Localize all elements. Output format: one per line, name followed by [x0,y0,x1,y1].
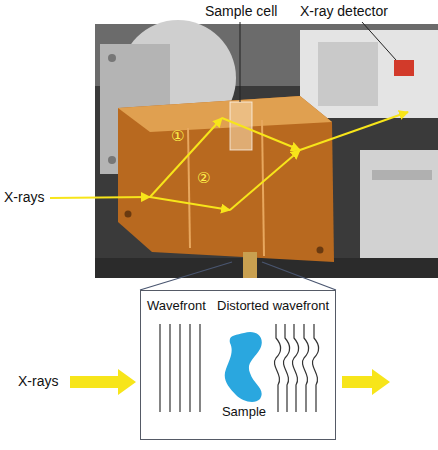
screw [108,54,116,62]
wave-line [189,324,190,412]
sample-blob: Sample [216,329,272,423]
crystal-top [118,96,332,132]
beam [50,197,150,198]
beam [222,118,300,150]
panel-label: Wavefront [147,299,206,314]
part-label: X-ray detector [300,3,388,19]
crystal-body [118,96,334,262]
distorted-wavefront [274,324,318,412]
translation-stage [360,150,438,262]
zoom-line [262,262,336,290]
crystal-blade [262,120,264,256]
beam [300,112,408,150]
beam [230,150,300,210]
screw [317,247,324,254]
wave-line [169,324,170,412]
x-ray-arrow [70,369,136,395]
screw [108,156,116,164]
wave-line [283,324,289,412]
wave-line [302,324,308,412]
wave-line [199,324,200,412]
beam [150,118,222,197]
blob-outline [216,329,272,403]
detector-housing [300,30,438,118]
wave-line [179,324,180,412]
wave-line [312,324,318,412]
inset-ground [140,290,336,440]
x-ray-arrow [342,369,390,395]
plane-wavefront [160,324,200,412]
wave-line [292,324,298,412]
shape-label: Sample [222,405,266,420]
beam-label: X-rays [18,373,58,389]
part-label: Sample cell [205,3,277,19]
stage-rail [372,170,432,180]
beam-label: X-rays [4,189,44,205]
callout-number: ① [171,128,184,145]
panel-label: Distorted wavefront [217,299,329,314]
detector-window [394,60,414,76]
photo-ground [95,24,438,278]
detector-bracket [318,42,378,106]
zoom-line [140,262,232,290]
wave-line [274,324,280,412]
leader-line [362,22,396,60]
screw [125,211,132,218]
leader-line [240,22,241,102]
beam [150,197,230,210]
inset-box: Sample Wavefront Distorted wavefront [140,290,336,440]
sample-shape [225,332,262,402]
base [95,258,438,278]
callout-number: ② [197,170,210,187]
wave-line [159,324,160,412]
brass-post [243,252,257,278]
apparatus-photo [95,20,438,278]
crystal-blade [188,128,190,248]
x-ray-beams [50,112,408,210]
